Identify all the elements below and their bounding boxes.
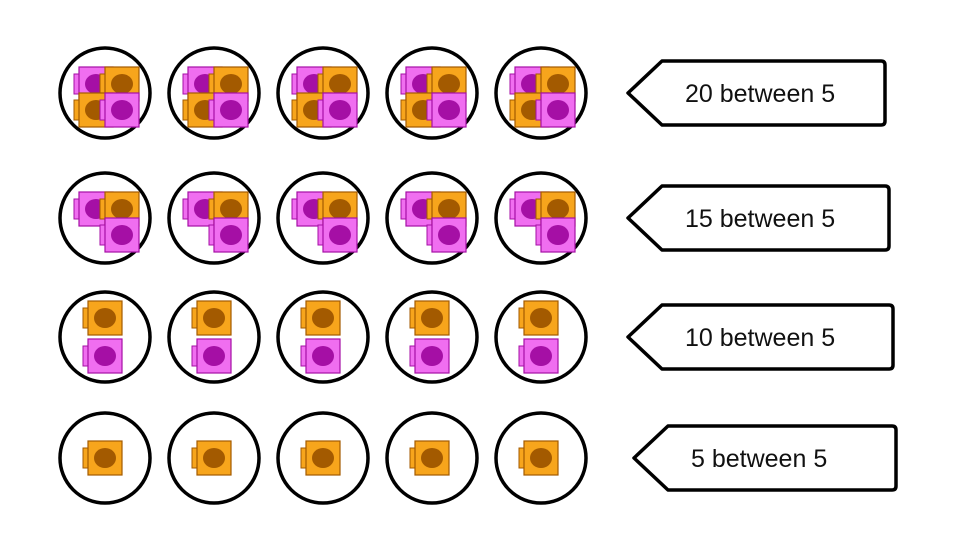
- group-circle: [385, 171, 479, 265]
- row-4: 5 between 5: [58, 411, 898, 505]
- pink-cube: [518, 338, 559, 374]
- group-circle: [276, 411, 370, 505]
- group-circle: [167, 46, 261, 140]
- row-3: 10 between 5: [58, 290, 895, 384]
- group-circle: [385, 290, 479, 384]
- row-label: 10 between 5: [685, 324, 835, 352]
- group-circle: [494, 171, 588, 265]
- orange-cube: [409, 440, 450, 476]
- row-1: 20 between 5: [58, 46, 887, 140]
- group-circle: [58, 411, 152, 505]
- group-circle: [494, 290, 588, 384]
- pink-cube: [317, 92, 358, 128]
- label-pointer: 15 between 5: [626, 184, 891, 252]
- group-circle: [276, 290, 370, 384]
- group-circle: [58, 290, 152, 384]
- pink-cube: [99, 92, 140, 128]
- pink-cube: [191, 338, 232, 374]
- row-label: 20 between 5: [685, 80, 835, 108]
- orange-cube: [518, 440, 559, 476]
- group-circle: [58, 171, 152, 265]
- pink-cube: [426, 92, 467, 128]
- label-pointer: 20 between 5: [626, 59, 887, 127]
- pink-cube: [208, 217, 249, 253]
- group-circle: [494, 46, 588, 140]
- group-circle: [58, 46, 152, 140]
- pink-cube: [300, 338, 341, 374]
- orange-cube: [82, 440, 123, 476]
- orange-cube: [409, 300, 450, 336]
- orange-cube: [191, 440, 232, 476]
- row-label: 15 between 5: [685, 205, 835, 233]
- pink-cube: [535, 217, 576, 253]
- orange-cube: [518, 300, 559, 336]
- group-circle: [167, 290, 261, 384]
- group-circle: [167, 171, 261, 265]
- pink-cube: [82, 338, 123, 374]
- group-circle: [385, 411, 479, 505]
- orange-cube: [82, 300, 123, 336]
- row-2: 15 between 5: [58, 171, 891, 265]
- orange-cube: [300, 300, 341, 336]
- group-circle: [276, 171, 370, 265]
- label-pointer: 5 between 5: [632, 424, 898, 492]
- pink-cube: [317, 217, 358, 253]
- pink-cube: [208, 92, 249, 128]
- orange-cube: [426, 66, 467, 102]
- row-label: 5 between 5: [691, 445, 827, 473]
- orange-cube: [300, 440, 341, 476]
- group-circle: [167, 411, 261, 505]
- pink-cube: [409, 338, 450, 374]
- label-pointer: 10 between 5: [626, 303, 895, 371]
- group-circle: [494, 411, 588, 505]
- group-circle: [385, 46, 479, 140]
- pink-cube: [99, 217, 140, 253]
- orange-cube: [191, 300, 232, 336]
- pink-cube: [535, 92, 576, 128]
- group-circle: [276, 46, 370, 140]
- pink-cube: [426, 217, 467, 253]
